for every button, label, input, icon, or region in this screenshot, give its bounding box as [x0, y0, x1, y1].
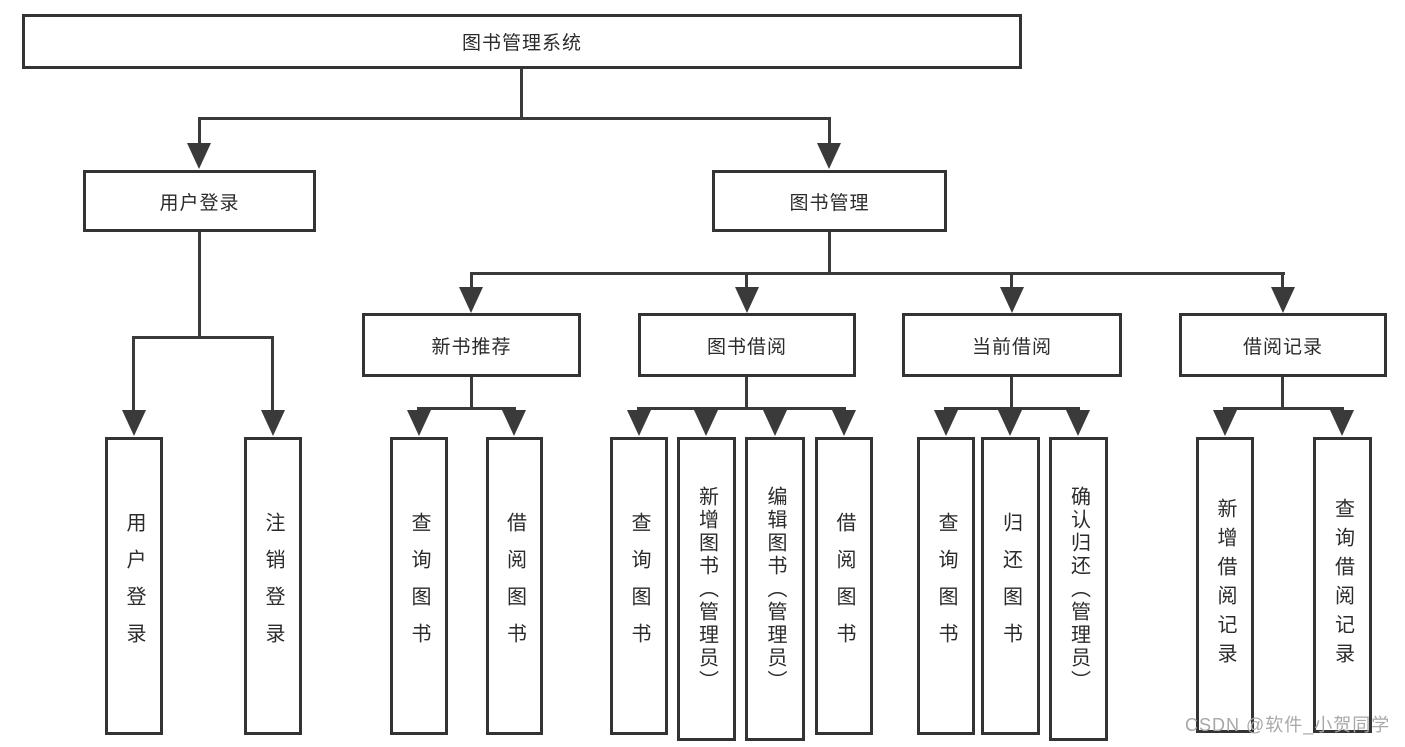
leaf-add-borrow-record-label: 新增借阅记录: [1214, 498, 1236, 672]
leaf-add-books-admin-label: 新增图书（管理员）: [695, 485, 718, 693]
leaf-return-books-label: 归还图书: [999, 512, 1022, 660]
arrow-down-icon: [407, 410, 431, 436]
connector-line: [1281, 275, 1284, 289]
connector-line: [198, 117, 831, 120]
node-borrow-records-label: 借阅记录: [1242, 336, 1323, 358]
arrow-down-icon: [934, 410, 958, 436]
leaf-borrow-books-1-label: 借阅图书: [503, 512, 526, 660]
leaf-user-login-label: 用户登录: [123, 512, 145, 660]
connector-line: [828, 120, 831, 144]
node-book-mgmt: 图书管理: [712, 170, 947, 232]
node-user-login: 用户登录: [83, 170, 316, 232]
leaf-borrow-books-2-label: 借阅图书: [833, 512, 855, 660]
connector-line: [745, 275, 748, 289]
leaf-return-books: 归还图书: [981, 437, 1040, 735]
arrow-down-icon: [122, 410, 146, 436]
connector-line: [828, 232, 831, 272]
leaf-edit-books-admin-label: 编辑图书（管理员）: [764, 485, 786, 693]
arrow-down-icon: [459, 287, 483, 313]
node-root-label: 图书管理系统: [461, 33, 582, 54]
arrow-down-icon: [694, 410, 718, 436]
connector-line: [745, 377, 748, 407]
node-new-book-rec-label: 新书推荐: [431, 336, 512, 358]
arrow-down-icon: [1213, 410, 1237, 436]
arrow-down-icon: [1271, 287, 1295, 313]
connector-line: [1010, 275, 1013, 289]
connector-line: [470, 275, 473, 289]
arrow-down-icon: [763, 410, 787, 436]
arrow-down-icon: [998, 410, 1022, 436]
arrow-down-icon: [1066, 410, 1090, 436]
leaf-query-books-2: 查询图书: [610, 437, 668, 735]
connector-line: [1281, 377, 1284, 407]
connector-line: [198, 120, 201, 144]
leaf-query-books-1: 查询图书: [390, 437, 448, 735]
leaf-add-borrow-record: 新增借阅记录: [1196, 437, 1254, 733]
connector-line: [1223, 407, 1344, 410]
connector-line: [637, 407, 846, 410]
node-book-borrow-label: 图书借阅: [706, 336, 787, 358]
leaf-logout: 注销登录: [244, 437, 302, 735]
leaf-borrow-books-1: 借阅图书: [486, 437, 543, 735]
arrow-down-icon: [1000, 287, 1024, 313]
leaf-confirm-return-admin: 确认归还（管理员）: [1049, 437, 1108, 741]
leaf-confirm-return-admin-label: 确认归还（管理员）: [1067, 485, 1090, 693]
leaf-query-books-1-label: 查询图书: [408, 512, 430, 660]
node-book-mgmt-label: 图书管理: [789, 192, 870, 214]
arrow-down-icon: [832, 410, 856, 436]
leaf-query-books-2-label: 查询图书: [628, 512, 650, 660]
connector-line: [470, 272, 1285, 275]
arrow-down-icon: [502, 410, 526, 436]
node-borrow-records: 借阅记录: [1179, 313, 1387, 377]
arrow-down-icon: [1330, 410, 1354, 436]
connector-line: [520, 69, 523, 117]
node-current-borrow-label: 当前借阅: [971, 336, 1052, 358]
node-book-borrow: 图书借阅: [638, 313, 856, 377]
node-user-login-label: 用户登录: [159, 192, 240, 214]
connector-line: [944, 407, 1080, 410]
leaf-edit-books-admin: 编辑图书（管理员）: [745, 437, 805, 741]
csdn-watermark: CSDN @软件_小贺同学: [1185, 715, 1391, 735]
connector-line: [271, 339, 274, 412]
leaf-query-books-3-label: 查询图书: [935, 512, 957, 660]
leaf-logout-label: 注销登录: [262, 512, 284, 660]
arrow-down-icon: [187, 143, 211, 169]
connector-line: [1010, 377, 1013, 407]
leaf-query-borrow-record-label: 查询借阅记录: [1331, 498, 1354, 672]
node-root: 图书管理系统: [22, 14, 1022, 69]
arrow-down-icon: [627, 410, 651, 436]
leaf-query-books-3: 查询图书: [917, 437, 975, 735]
leaf-user-login: 用户登录: [105, 437, 163, 735]
connector-line: [132, 339, 135, 412]
leaf-query-borrow-record: 查询借阅记录: [1313, 437, 1372, 733]
leaf-add-books-admin: 新增图书（管理员）: [677, 437, 736, 741]
node-new-book-rec: 新书推荐: [362, 313, 581, 377]
arrow-down-icon: [261, 410, 285, 436]
arrow-down-icon: [735, 287, 759, 313]
connector-line: [198, 232, 201, 336]
node-current-borrow: 当前借阅: [902, 313, 1122, 377]
connector-line: [470, 377, 473, 407]
leaf-borrow-books-2: 借阅图书: [815, 437, 873, 735]
connector-line: [132, 336, 274, 339]
arrow-down-icon: [817, 143, 841, 169]
connector-line: [417, 407, 516, 410]
